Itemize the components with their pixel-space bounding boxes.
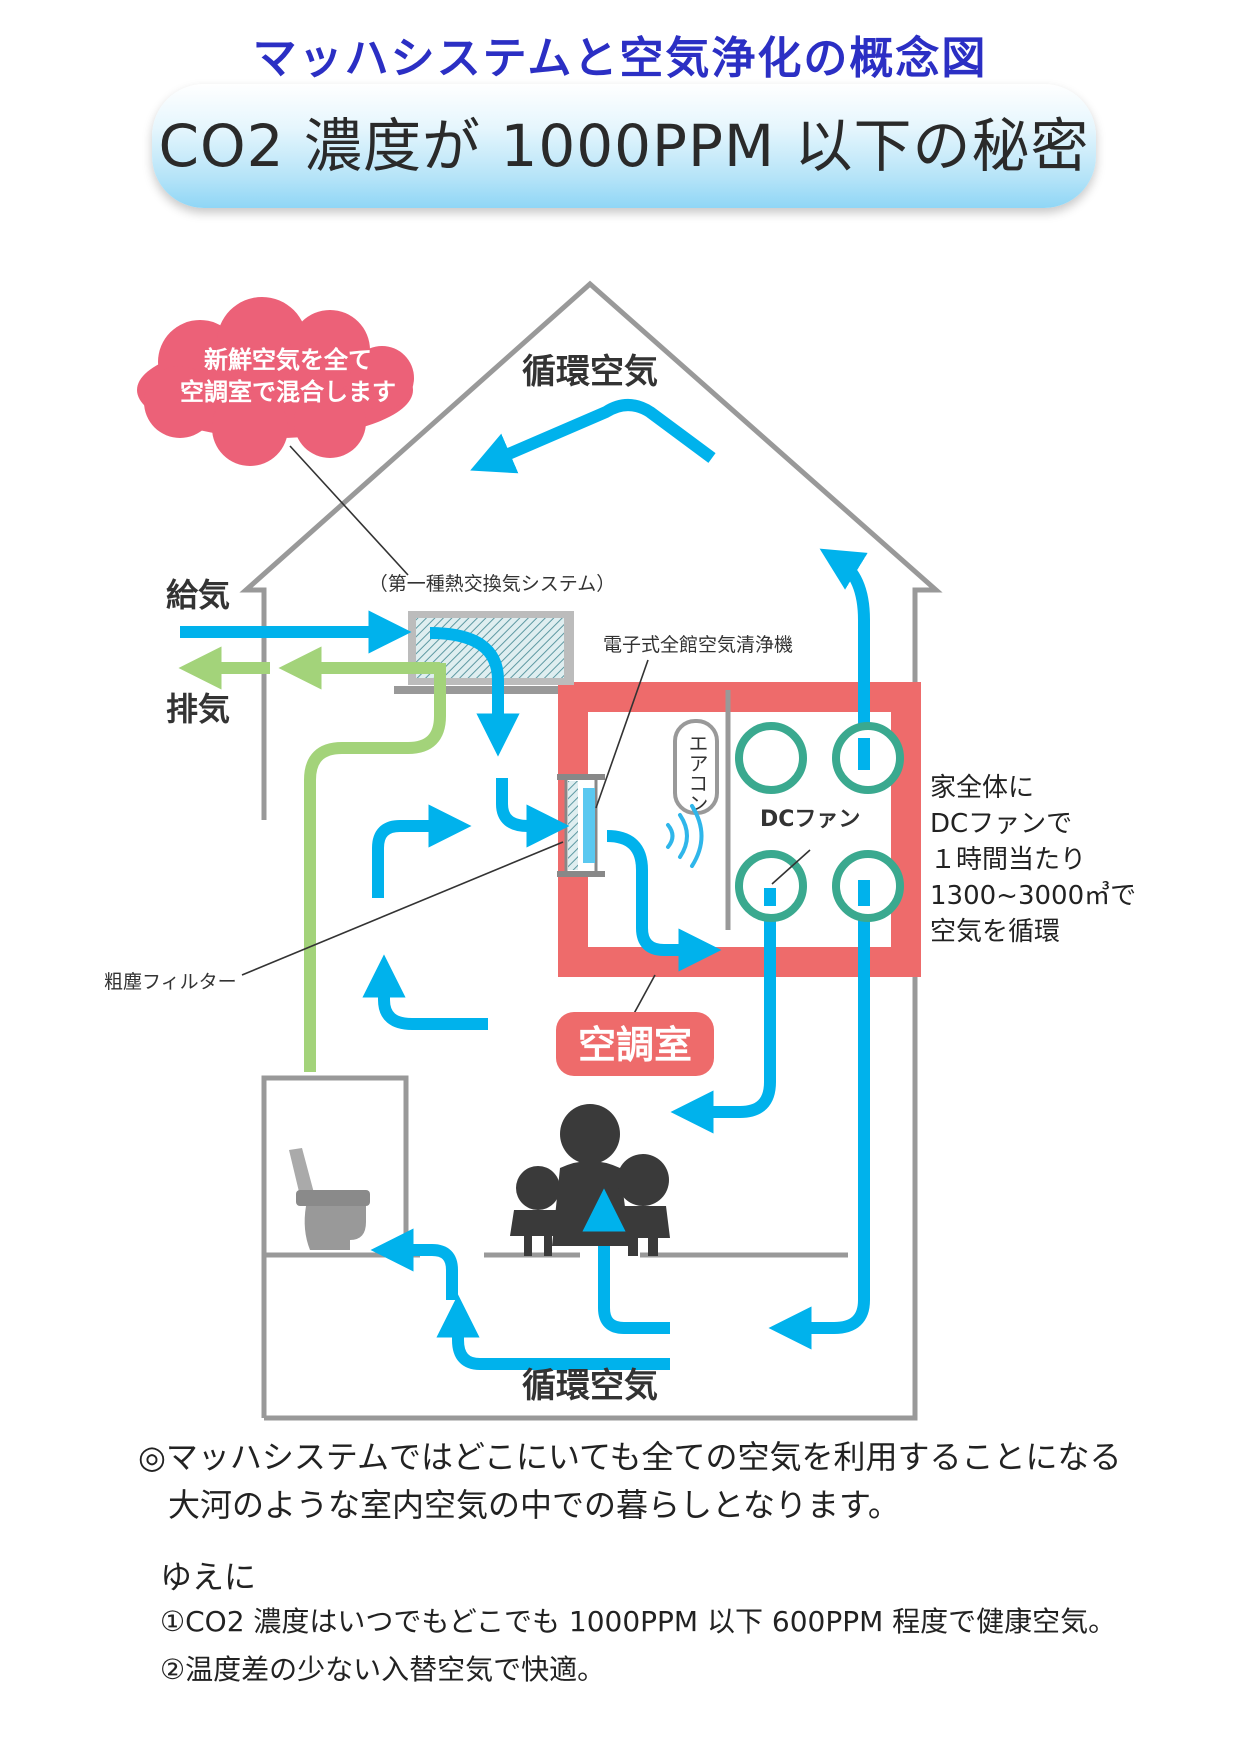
circulation-top-label: 循環空気 xyxy=(522,352,658,392)
filter-label: 粗塵フィルター xyxy=(104,971,237,993)
title-banner xyxy=(152,84,1096,208)
airflow-wave-icon xyxy=(666,804,704,868)
footer-line-1: ◎マッハシステムではどこにいても全ての空気を利用することになる xyxy=(138,1438,1122,1476)
side-note-line4: 1300~3000㎥で xyxy=(930,881,1136,911)
aircon-label: エアコン xyxy=(685,733,709,813)
ac-room-label: 空調室 xyxy=(578,1023,692,1067)
exhaust-label: 排気 xyxy=(166,690,230,728)
heat-exchanger-label: （第一種熱交換気システム） xyxy=(369,573,615,595)
diagram-subtitle: マッハシステムと空気浄化の概念図 xyxy=(252,33,988,84)
cloud-label-line2: 空調室で混合します xyxy=(180,378,396,406)
ac-room-badge xyxy=(556,1012,714,1076)
circulation-bottom-label: 循環空気 xyxy=(522,1366,658,1406)
cloud-label-line1: 新鮮空気を全て xyxy=(204,346,372,374)
side-note-line1: 家全体に xyxy=(930,773,1034,803)
dc-fan-1 xyxy=(735,722,807,794)
dc-fan-label: DCファン xyxy=(760,807,860,832)
side-note-line3: １時間当たり xyxy=(930,845,1086,875)
purifier-label: 電子式全館空気清浄機 xyxy=(603,634,793,656)
footer-line-3: ゆえに xyxy=(160,1558,257,1596)
side-note-line5: 空気を循環 xyxy=(930,917,1060,947)
mixing-cloud xyxy=(137,297,414,466)
toilet-icon xyxy=(289,1148,370,1250)
purifier-unit xyxy=(557,774,605,877)
footer-line-5: ②温度差の少ない入替空気で快適。 xyxy=(160,1653,606,1686)
side-note-line2: DCファンで xyxy=(930,809,1072,839)
exhaust-flow xyxy=(178,646,446,1072)
footer-line-2: 大河のような室内空気の中での暮らしとなります。 xyxy=(168,1486,900,1524)
page-title: CO2 濃度が 1000PPM 以下の秘密 xyxy=(158,112,1090,180)
footer-line-4: ①CO2 濃度はいつでもどこでも 1000PPM 以下 600PPM 程度で健康… xyxy=(160,1605,1117,1638)
family-icon xyxy=(510,1104,670,1256)
supply-label: 給気 xyxy=(166,576,230,614)
air-flow-arrows xyxy=(180,399,870,1370)
dc-fan-3 xyxy=(735,850,807,922)
